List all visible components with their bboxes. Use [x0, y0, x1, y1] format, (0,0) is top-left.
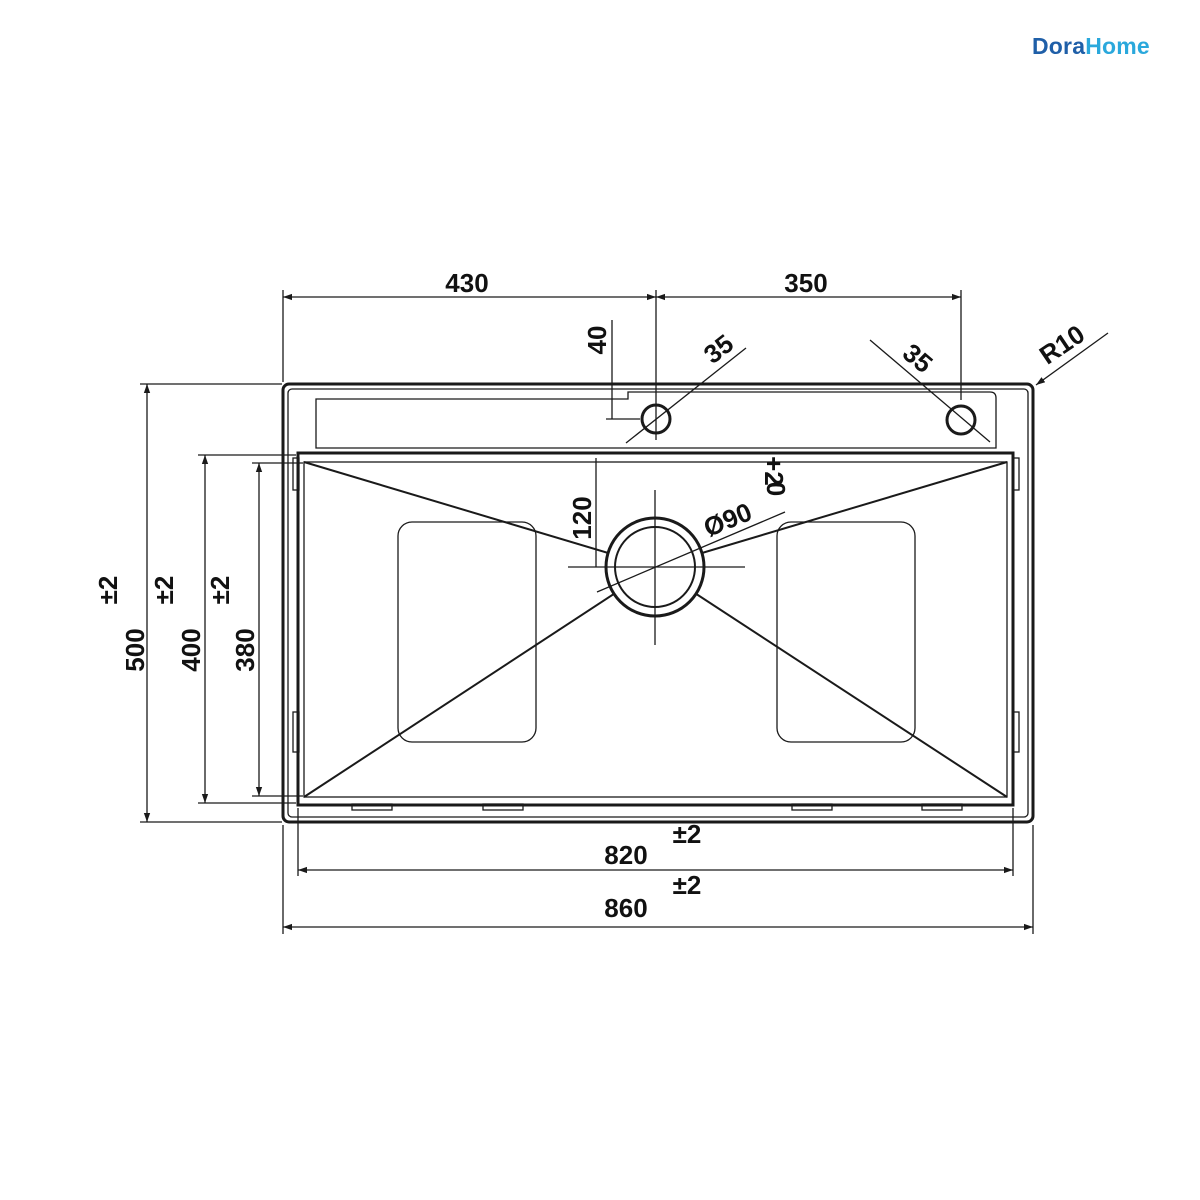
fold-line-top-right: [654, 461, 1008, 568]
sink-outer-rim: [281, 382, 1035, 824]
sink-outer-rim-inner: [287, 388, 1029, 818]
logo-text-dora: Dora: [1032, 33, 1086, 59]
dim-40: 40: [582, 326, 612, 355]
fold-line-top-left: [303, 461, 656, 568]
dim-350: 350: [784, 268, 827, 298]
clip-bottom-left: [292, 711, 300, 753]
tab-3: [791, 803, 833, 811]
dim-500: 500: [120, 628, 150, 671]
clip-top-left: [292, 457, 300, 491]
tap-deck: [315, 391, 997, 449]
dim-tol-plus2: +2: [759, 456, 789, 486]
fold-line-bottom-left: [303, 566, 656, 798]
dim-120: 120: [567, 496, 597, 539]
tab-4: [921, 803, 963, 811]
dim-820: 820: [604, 840, 647, 870]
fold-line-bottom-right: [654, 566, 1008, 798]
dorahome-logo: DoraHome: [1032, 33, 1150, 60]
dim-400: 400: [176, 628, 206, 671]
dim-500-tol: ±2: [93, 576, 123, 605]
dim-tap-hole-1: 35: [698, 328, 739, 369]
dim-tol-zero: 0: [761, 482, 791, 496]
dim-860-tol: ±2: [673, 870, 702, 900]
dimension-lines: [140, 290, 1109, 934]
pad-right: [776, 521, 916, 743]
bowl-outer: [296, 451, 1015, 807]
sink-outline: [281, 382, 1035, 824]
bowl-inner: [303, 461, 1008, 798]
dim-380-tol: ±2: [205, 576, 235, 605]
dimension-labels: 430 350 40 35 35 R10 120 Ø90 +2 0 500 ±2…: [93, 268, 1090, 923]
logo-text-home: Home: [1085, 33, 1150, 59]
clip-top-right: [1012, 457, 1020, 491]
dim-r10: R10: [1034, 319, 1090, 371]
tab-1: [351, 803, 393, 811]
dim-860: 860: [604, 893, 647, 923]
dim-380: 380: [230, 628, 260, 671]
pad-left: [397, 521, 537, 743]
dim-tap-hole-2: 35: [897, 337, 938, 379]
dim-400-tol: ±2: [149, 576, 179, 605]
tab-2: [482, 803, 524, 811]
dim-430: 430: [445, 268, 488, 298]
dim-820-tol: ±2: [673, 819, 702, 849]
clip-bottom-right: [1012, 711, 1020, 753]
tap-hole-2: [945, 404, 977, 436]
